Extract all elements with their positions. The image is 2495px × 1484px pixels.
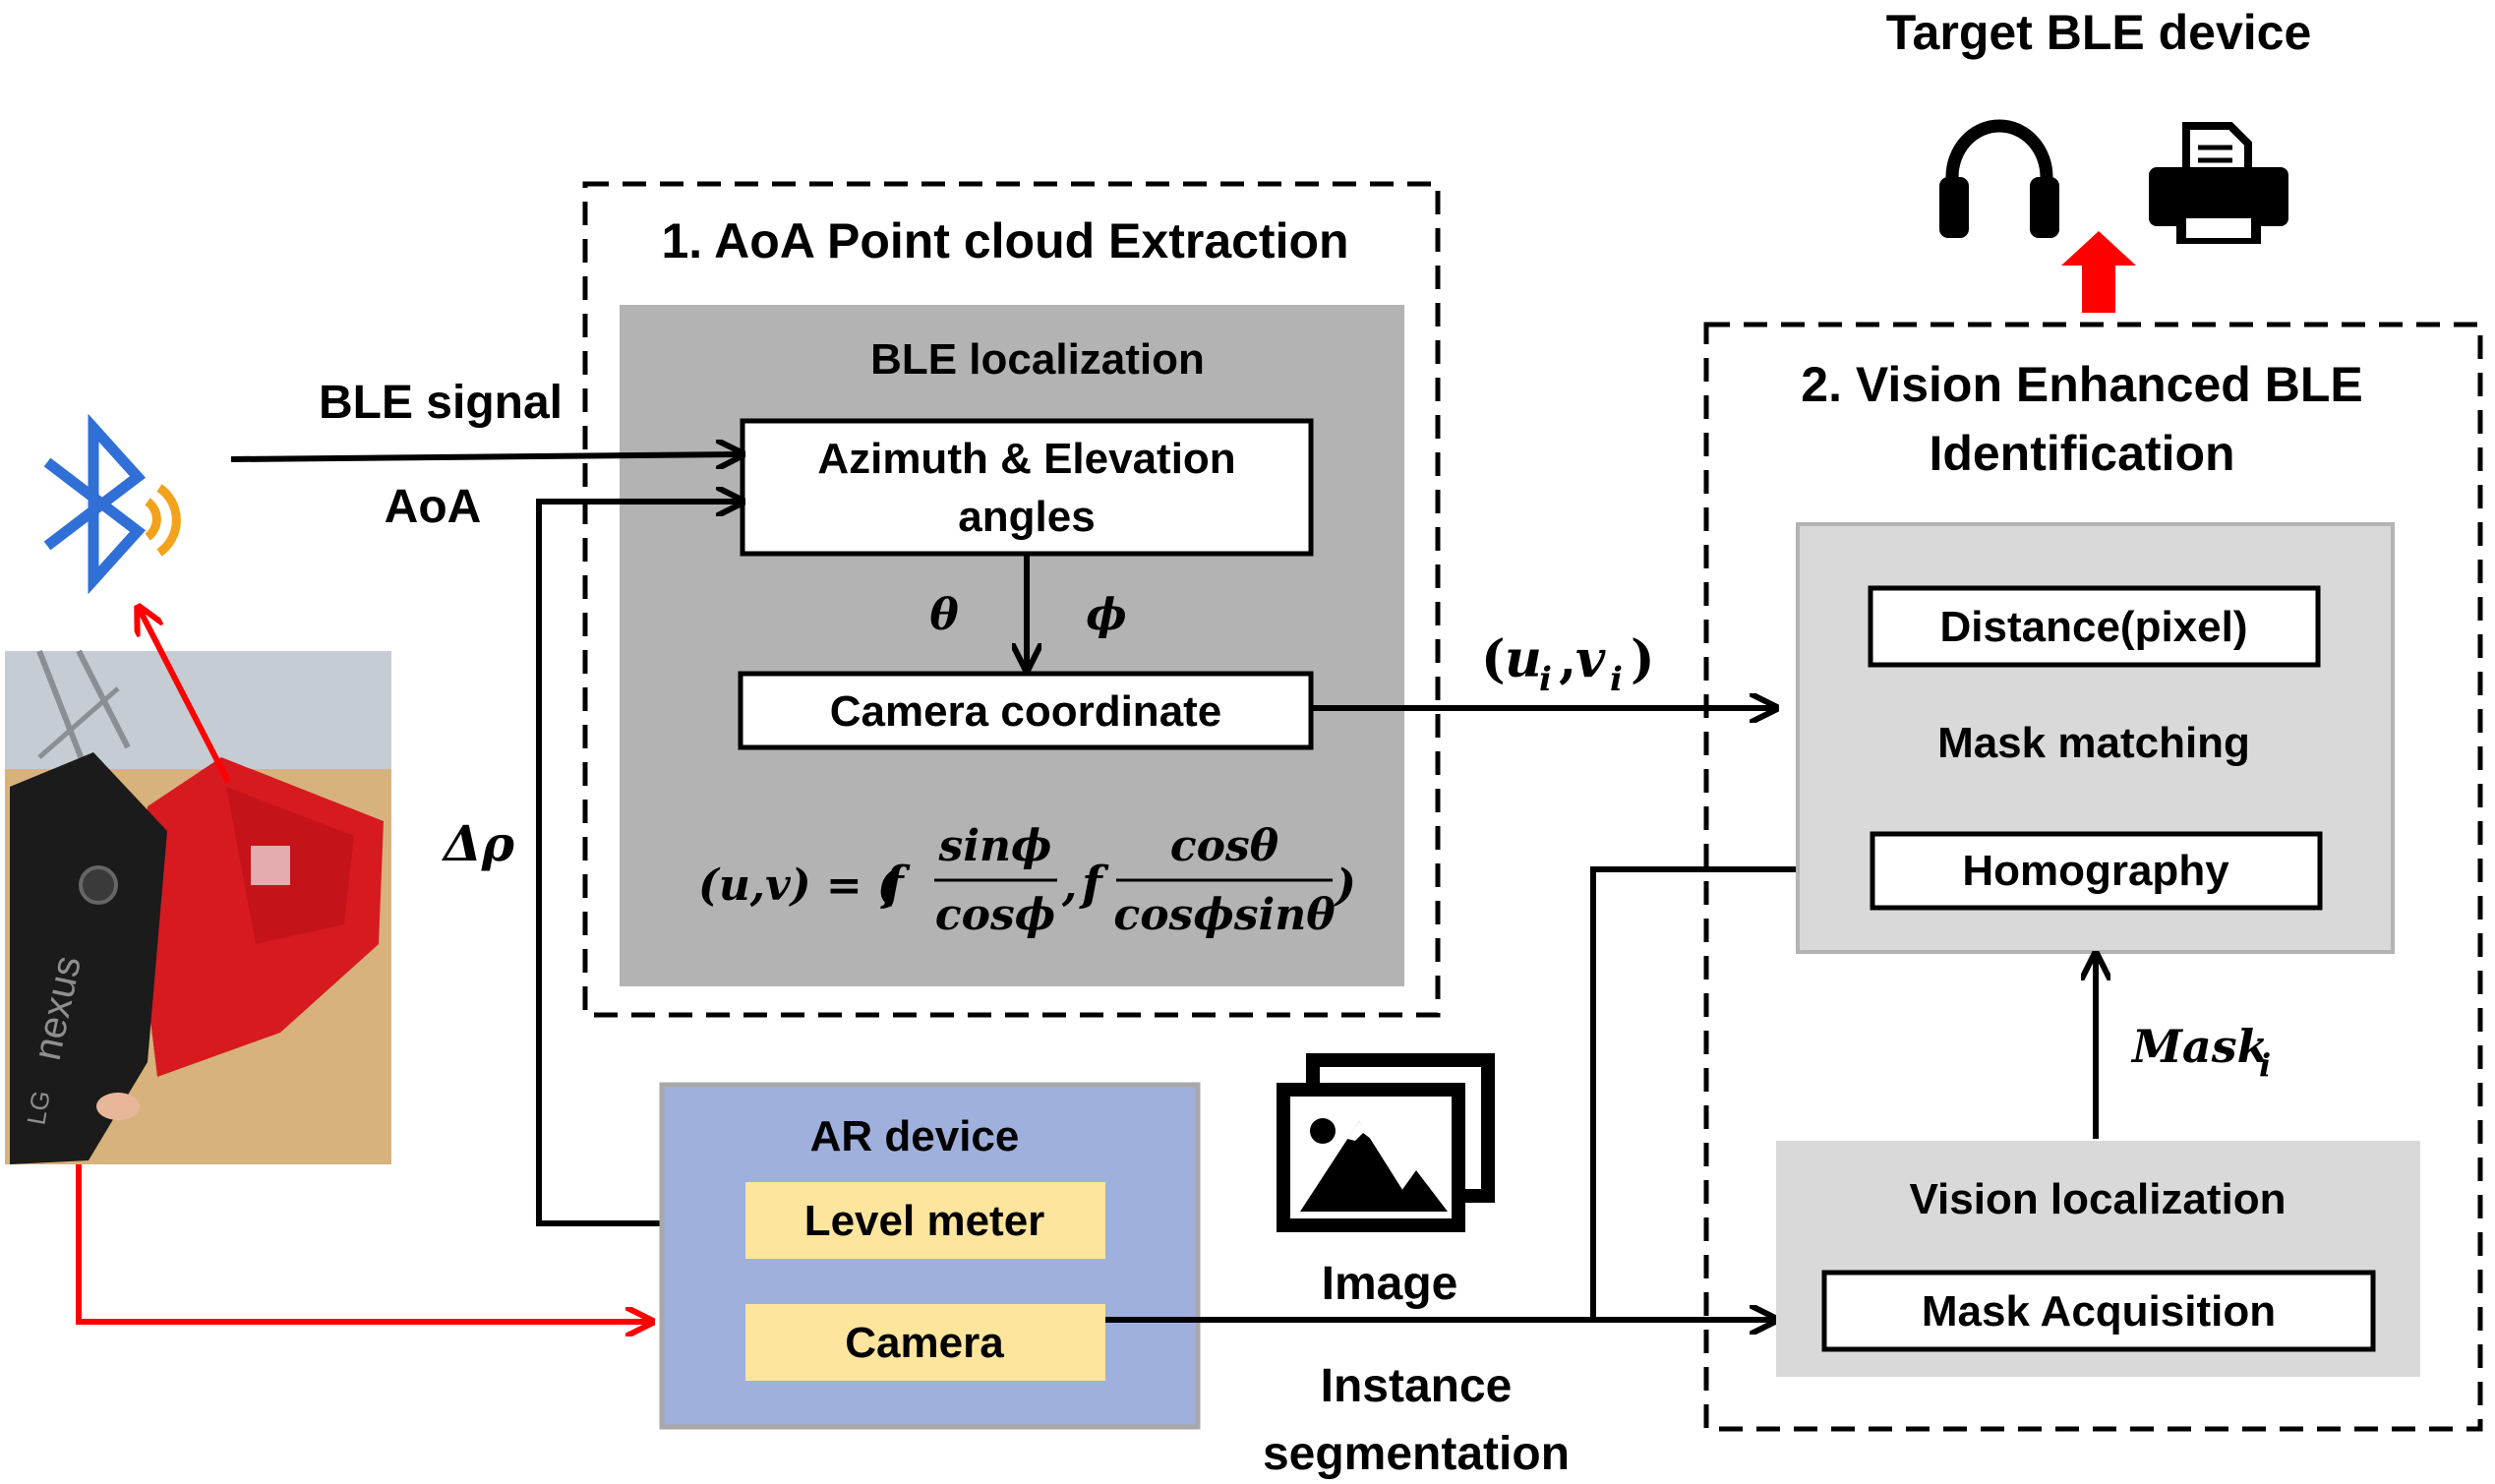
bluetooth-icon <box>43 413 181 595</box>
svg-text:Mask: Mask <box>2130 1020 2269 1073</box>
svg-text:u: u <box>1505 629 1542 689</box>
distance-box <box>1868 585 2321 668</box>
phi-label: ϕ <box>1086 590 1126 640</box>
formula-lhs: (u,v) = ( <box>698 861 900 911</box>
uv-label: ( u i , v i ) <box>1481 629 1655 699</box>
level-meter-label: Level meter <box>804 1197 1045 1245</box>
camera-coordinate-label: Camera coordinate <box>830 687 1222 736</box>
module2-title-line2: Identification <box>1929 426 2234 481</box>
camera-box <box>745 1304 1105 1381</box>
photo-brand-text: LG <box>21 1089 56 1127</box>
photo-phone-with-antenna: nexus LG <box>5 649 391 1164</box>
ar-device-title: AR device <box>810 1112 1020 1160</box>
aoa-label: AoA <box>385 481 482 533</box>
homography-box <box>1870 831 2323 911</box>
mask-acquisition-box <box>1821 1270 2376 1352</box>
svg-text:i: i <box>1610 660 1623 699</box>
aoa-feedback-arrow <box>536 502 740 1226</box>
formula-close: ) <box>1334 861 1356 911</box>
svg-text:(: ( <box>1481 629 1506 689</box>
image-to-homography-arrow <box>1590 869 1869 1320</box>
module2-title-line1: 2. Vision Enhanced BLE <box>1801 357 2362 412</box>
svg-text:i: i <box>1539 660 1552 699</box>
module1-title: 1. AoA Point cloud Extraction <box>661 213 1348 268</box>
distance-label: Distance(pixel) <box>1940 603 2248 651</box>
instance-label: Instance <box>1321 1360 1513 1412</box>
svg-text:,: , <box>1559 629 1576 689</box>
mask-i-label: Mask i <box>2130 1020 2271 1084</box>
ble-signal-arrow <box>230 454 740 459</box>
formula-den2: cosϕsinθ <box>1113 890 1336 940</box>
module1-dashed-box <box>582 181 1441 1018</box>
svg-text:v: v <box>1575 629 1606 689</box>
projection-formula: (u,v) = ( f sinϕ cosϕ , f cosθ cosϕsinθ … <box>698 821 1356 940</box>
formula-den1: cosϕ <box>935 890 1055 940</box>
vision-localization-label: Vision localization <box>1909 1175 2286 1223</box>
printer-icon <box>2149 122 2288 244</box>
svg-text:): ) <box>1631 629 1655 689</box>
svg-text:i: i <box>2259 1046 2271 1084</box>
red-arrow-to-ar-device <box>76 1164 649 1322</box>
images-icon <box>1277 1053 1495 1232</box>
segmentation-label: segmentation <box>1263 1428 1570 1480</box>
ble-localization-label: BLE localization <box>870 335 1205 384</box>
mask-acquisition-label: Mask Acquisition <box>1922 1287 2276 1336</box>
formula-comma: , <box>1061 861 1077 911</box>
formula-num2: cosθ <box>1170 821 1279 871</box>
red-arrow-to-bluetooth <box>140 610 231 784</box>
az-el-line1: Azimuth & Elevation <box>817 435 1235 483</box>
delta-rho-label: Δρ <box>441 814 515 872</box>
az-el-line2: angles <box>958 493 1095 541</box>
target-title: Target BLE device <box>1886 5 2312 60</box>
az-el-box <box>740 418 1314 557</box>
module2-dashed-box <box>1703 322 2483 1432</box>
theta-label: θ <box>929 590 959 640</box>
camera-label: Camera <box>845 1319 1004 1367</box>
image-label: Image <box>1322 1258 1458 1310</box>
mask-matching-label: Mask matching <box>1937 719 2250 767</box>
ble-signal-label: BLE signal <box>319 377 563 429</box>
formula-num1: sinϕ <box>938 821 1052 871</box>
level-meter-box <box>745 1182 1105 1259</box>
homography-label: Homography <box>1962 847 2229 895</box>
red-up-arrow <box>2061 231 2136 313</box>
headphones-icon <box>1939 119 2059 238</box>
